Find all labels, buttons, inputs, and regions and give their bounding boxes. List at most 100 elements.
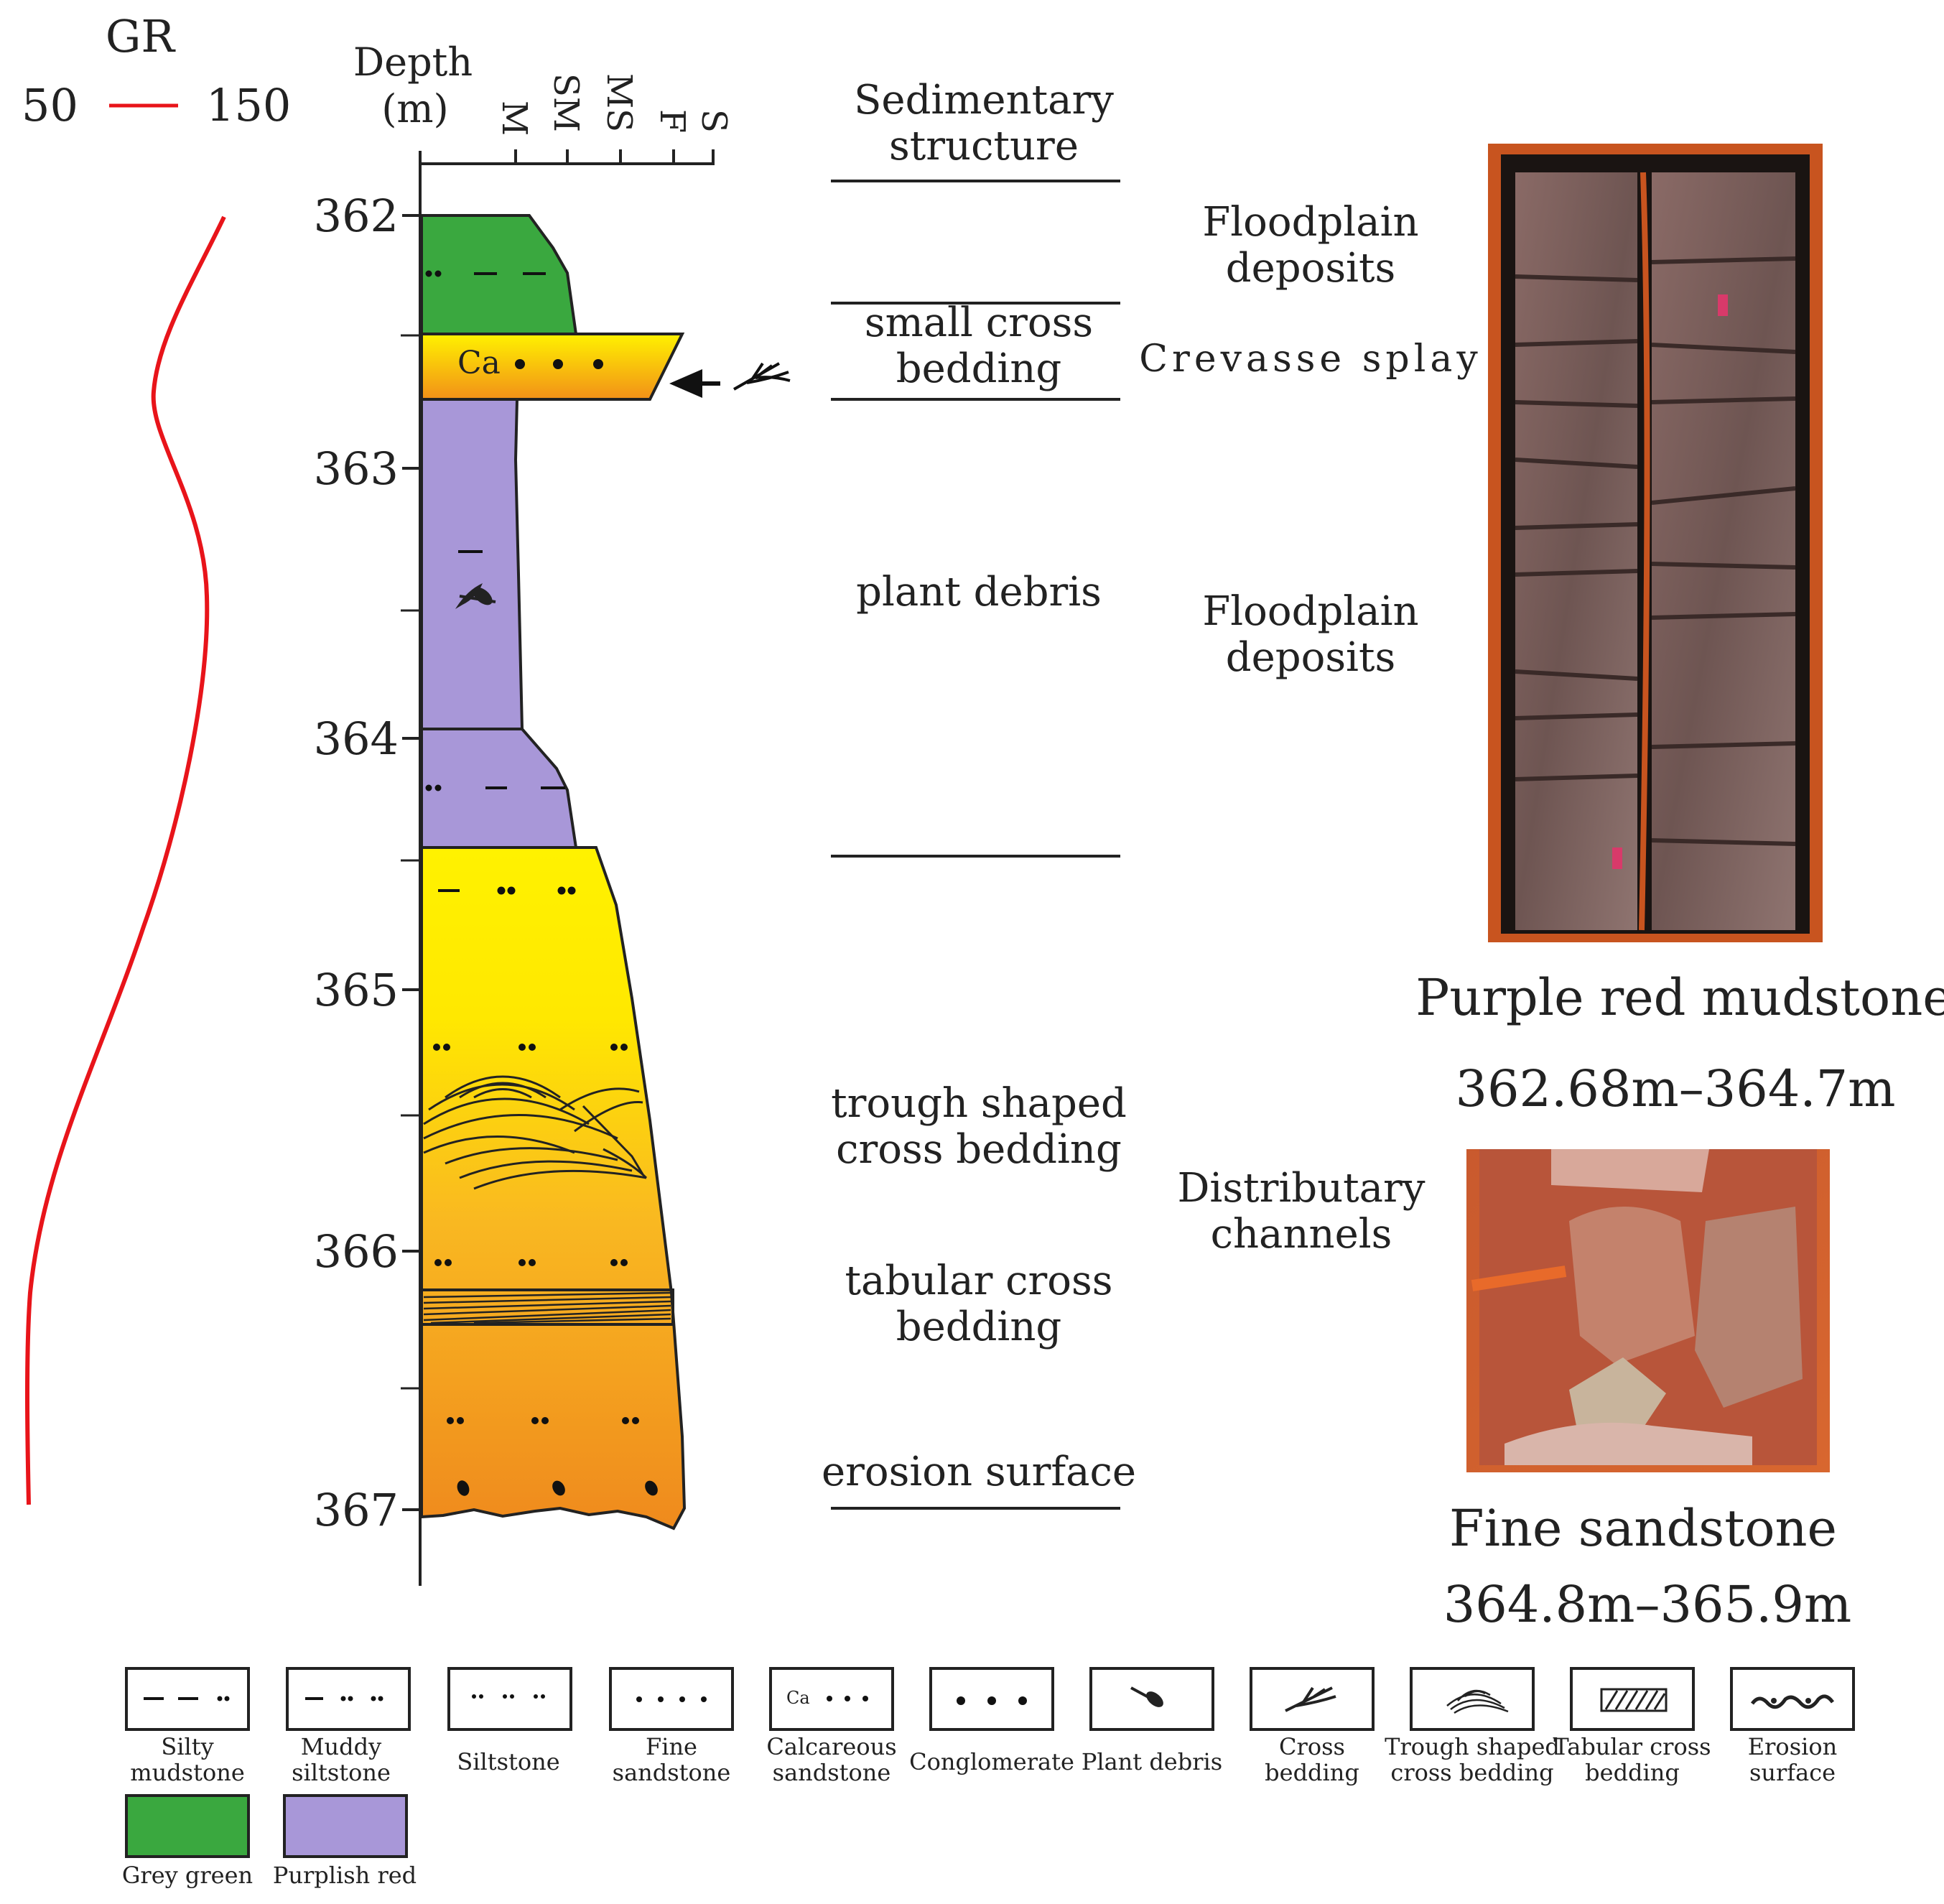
muddy-siltstone-symbol [438, 886, 576, 895]
legend-label-plant-debris: Plant debris [1082, 1748, 1222, 1775]
facies-column: Floodplain deposits Crevasse splay Flood… [1139, 199, 1482, 1258]
siltstone-icon [447, 1667, 572, 1731]
depth-label: Depth [353, 40, 473, 85]
legend-label-calcareous-1: Calcareous [766, 1733, 896, 1760]
crevasse-cross-bedding-marker [669, 362, 791, 398]
gr-log: GR 50 150 [22, 10, 291, 1505]
legend-label-cross-bedding-1: Cross [1279, 1733, 1345, 1760]
erosion-surface-legend-icon [1730, 1667, 1855, 1731]
facies-floodplain-upper-line1: Floodplain [1202, 199, 1418, 246]
gr-title: GR [106, 10, 177, 62]
conglomerate-pebbles [457, 1480, 658, 1496]
facies-floodplain-lower-line1: Floodplain [1202, 588, 1418, 635]
legend: Silty mudstone Muddy siltstone Siltstone… [122, 1667, 1855, 1889]
sedimentary-structure-column: Sedimentary structure small cross beddin… [822, 77, 1136, 1510]
legend-label-erosion-1: Erosion [1748, 1733, 1837, 1760]
depth-label-367: 367 [314, 1484, 399, 1536]
legend-item-erosion-surface: Erosion surface [1730, 1667, 1855, 1786]
photo-caption-sandstone: Fine sandstone [1449, 1499, 1837, 1558]
facies-floodplain-upper-line2: deposits [1226, 245, 1395, 292]
legend-item-plant-debris: Plant debris [1082, 1667, 1222, 1775]
structure-header-line1: Sedimentary [854, 77, 1114, 124]
silty-mudstone-symbol-lower [425, 784, 565, 791]
legend-item-silty-mudstone: Silty mudstone [125, 1667, 250, 1786]
cross-bedding-icon [733, 362, 791, 391]
trough-cross-bedding-legend-icon [1410, 1667, 1535, 1731]
layer-calcareous-sandstone [420, 333, 685, 401]
depth-axis: 362 363 364 365 366 367 [314, 151, 422, 1586]
legend-item-tabular-cross-bedding: Tabular cross bedding [1553, 1667, 1711, 1786]
legend-item-trough-cross-bedding: Trough shaped cross bedding [1385, 1667, 1560, 1786]
depth-label-366: 366 [314, 1225, 399, 1278]
depth-label-364: 364 [314, 712, 399, 765]
purplish-red-swatch [283, 1794, 408, 1858]
structure-header-line2: structure [889, 123, 1079, 169]
grey-green-swatch [125, 1794, 250, 1858]
legend-item-fine-sandstone: Fine sandstone [609, 1667, 734, 1786]
legend-label-fine-sandstone-2: sandstone [613, 1759, 731, 1786]
lithology-column: Ca [420, 214, 791, 1531]
legend-item-muddy-siltstone: Muddy siltstone [286, 1667, 411, 1786]
legend-item-cross-bedding: Cross bedding [1250, 1667, 1375, 1786]
silty-mudstone-symbol [425, 270, 546, 277]
legend-label-grey-green: Grey green [122, 1862, 253, 1889]
facies-crevasse-splay: Crevasse splay [1139, 338, 1482, 381]
legend-label-silty-mudstone-1: Silty [161, 1733, 213, 1760]
structure-plant-debris: plant debris [856, 569, 1102, 616]
plant-debris-icon [455, 583, 496, 609]
fine-sandstone-icon [609, 1667, 734, 1731]
legend-label-silty-mudstone-2: mudstone [130, 1759, 245, 1786]
calcareous-symbol-text: Ca [457, 345, 501, 381]
structure-tabular-line2: bedding [896, 1304, 1062, 1350]
grain-size-s: S [694, 109, 734, 133]
facies-floodplain-lower-line2: deposits [1226, 634, 1395, 681]
core-photo-mudstone [1488, 144, 1823, 942]
layer-fine-sandstone-channel [420, 846, 687, 1531]
legend-label-trough-1: Trough shaped [1385, 1733, 1560, 1760]
photo-caption-mudstone: Purple red mudstone [1415, 968, 1944, 1027]
legend-label-tabular-1: Tabular cross [1553, 1733, 1711, 1760]
legend-label-tabular-2: bedding [1585, 1759, 1680, 1786]
grain-size-sm: SM [546, 73, 586, 132]
trough-cross-bedding-symbol [423, 1075, 648, 1190]
legend-item-siltstone: Siltstone [447, 1667, 572, 1775]
gr-scale-min: 50 [22, 79, 78, 131]
depth-label-365: 365 [314, 964, 399, 1016]
fine-sandstone-dots [433, 1044, 639, 1424]
structure-trough-line2: cross bedding [836, 1126, 1122, 1173]
calcareous-dots [515, 359, 603, 369]
arrow-icon [669, 369, 702, 398]
photo-range-mudstone: 362.68m–364.7m [1455, 1059, 1895, 1118]
legend-item-purplish-red: Purplish red [273, 1794, 417, 1889]
legend-label-erosion-2: surface [1749, 1759, 1836, 1786]
facies-distributary-line2: channels [1211, 1211, 1392, 1258]
grain-size-f: F [652, 109, 692, 133]
legend-label-fine-sandstone-1: Fine [646, 1733, 697, 1760]
photo-range-sandstone: 364.8m–365.9m [1443, 1575, 1852, 1634]
calcareous-legend-symbol-text: Ca [786, 1688, 810, 1708]
legend-label-cross-bedding-2: bedding [1265, 1759, 1359, 1786]
grain-size-m: M [494, 101, 534, 136]
legend-label-siltstone: Siltstone [457, 1748, 559, 1775]
layer-grey-green-mudstone [420, 214, 578, 335]
tabular-cross-bedding-symbol [420, 1288, 674, 1326]
legend-label-muddy-siltstone-1: Muddy [301, 1733, 381, 1760]
grain-size-ms: MS [599, 73, 639, 132]
legend-label-trough-2: cross bedding [1390, 1759, 1553, 1786]
structure-trough-line1: trough shaped [831, 1080, 1127, 1127]
facies-distributary-line1: Distributary [1178, 1165, 1426, 1212]
column-header: Depth (m) M SM MS F S [353, 40, 734, 165]
legend-item-calcareous-sandstone: Ca Calcareous sandstone [766, 1667, 897, 1786]
depth-unit: (m) [381, 86, 448, 131]
core-photo-sandstone [1466, 1149, 1830, 1472]
legend-label-muddy-siltstone-2: siltstone [292, 1759, 391, 1786]
legend-label-conglomerate: Conglomerate [909, 1748, 1074, 1775]
structure-small-cross-line1: small cross [865, 299, 1093, 346]
legend-item-grey-green: Grey green [122, 1794, 253, 1889]
depth-label-363: 363 [314, 442, 399, 495]
layer-purplish-red-mudstone [420, 398, 524, 730]
legend-item-conglomerate: Conglomerate [909, 1667, 1074, 1775]
structure-erosion-surface: erosion surface [822, 1449, 1136, 1495]
legend-label-purplish-red: Purplish red [273, 1862, 417, 1889]
